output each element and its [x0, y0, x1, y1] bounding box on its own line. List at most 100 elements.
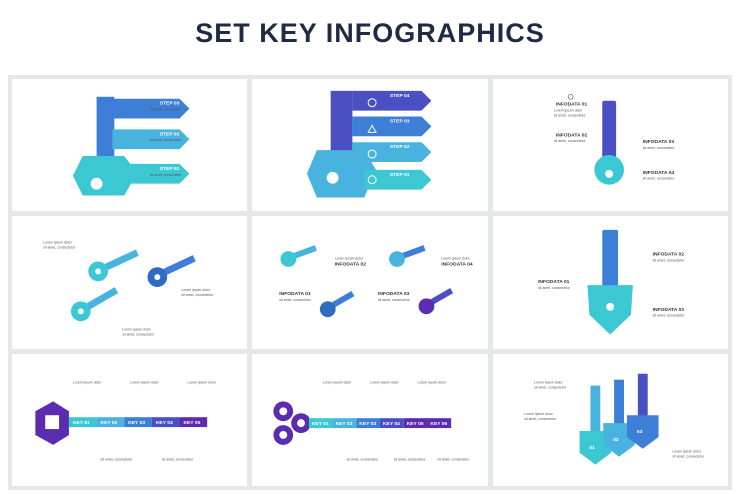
info-text: sit amet, consectetur	[394, 457, 427, 461]
key-label: KEY 02	[336, 421, 353, 427]
info-text: Lorem ipsum dolor	[524, 412, 553, 416]
info-text: sit amet, consectetur	[642, 146, 675, 150]
key-blade	[329, 291, 355, 310]
panel-three-numbered-keys: 01 02 03 Lorem ipsum dolor sit amet, con…	[492, 353, 728, 486]
step-label-3: STEP 03	[390, 118, 410, 124]
key-blade	[590, 385, 600, 435]
key-blade	[428, 288, 454, 307]
info-text: sit amet, consectetur	[534, 385, 567, 389]
dollar-icon	[368, 98, 377, 108]
key-segment	[427, 417, 452, 428]
infodata-label: INFODATA 03	[378, 291, 410, 297]
key-label: KEY 05	[183, 420, 200, 426]
key-label: KEY 01	[73, 420, 90, 426]
key-blade	[613, 379, 624, 427]
panel-horizontal-key-5: KEY 01 KEY 02 KEY 03 KEY 04 KEY 05 Lorem…	[12, 353, 248, 486]
info-text: sit amet, consectetur	[347, 457, 380, 461]
step-arrow-3	[112, 98, 190, 119]
infodata-label: INFODATA 01	[280, 291, 312, 297]
key-blade	[291, 245, 318, 260]
key-head	[320, 301, 336, 318]
infodata-label: INFODATA 02	[652, 252, 684, 258]
infodata-label: INFODATA 02	[335, 262, 367, 268]
step-text: sit amet, consectetur	[150, 108, 183, 112]
info-text: Lorem ipsum dolor	[534, 380, 563, 384]
info-text: Lorem ipsum dolor	[672, 449, 701, 453]
key-label: KEY 04	[156, 420, 173, 426]
info-text: sit amet, consectetur	[538, 286, 571, 290]
page-title: SET KEY INFOGRAPHICS	[195, 18, 545, 48]
search-icon	[567, 94, 574, 100]
step-label-2: STEP 02	[160, 131, 180, 137]
key-number: 01	[589, 444, 595, 450]
key-blade	[158, 255, 196, 278]
info-text: Lorem ipsum dolor	[335, 257, 364, 261]
key-head	[280, 251, 297, 268]
key-hole	[279, 406, 288, 415]
key-label: KEY 02	[101, 420, 118, 426]
step-label-1: STEP 01	[160, 166, 180, 172]
key-label: KEY 03	[360, 421, 377, 427]
step-label-2: STEP 02	[390, 144, 410, 150]
key-blade	[601, 230, 618, 288]
key-hole	[297, 418, 306, 427]
key-segment	[332, 417, 357, 428]
key-hole	[154, 274, 161, 281]
key-segment	[96, 416, 125, 427]
key-hole	[604, 169, 613, 178]
info-text: sit amet, consectetur	[438, 457, 471, 461]
key-segment	[380, 417, 405, 428]
key-segment	[309, 417, 333, 428]
key-hole	[279, 430, 288, 439]
key-label: KEY 04	[383, 421, 400, 427]
key-head	[626, 414, 659, 449]
info-text: Lorem ipsum dolor	[182, 288, 211, 292]
step-text: sit amet, consectetur	[150, 173, 183, 177]
info-text: sit amet, consectetur	[280, 298, 313, 302]
panel-four-keys-infodata: INFODATA 01 INFODATA 02 INFODATA 03 INFO…	[252, 216, 488, 349]
key-hole	[77, 308, 84, 315]
infodata-label: INFODATA 01	[538, 279, 570, 285]
gear-icon	[368, 149, 377, 159]
info-text: Lorem ipsum dolor	[43, 241, 72, 245]
info-text: sit amet, consectetur	[182, 293, 215, 297]
key-blade	[100, 249, 139, 273]
panel-big-key-infodata: INFODATA 01 sit amet, consectetur INFODA…	[492, 216, 728, 349]
step-arrow-2	[112, 129, 190, 150]
info-text: sit amet, consectetur	[378, 298, 411, 302]
step-arrow-2	[352, 142, 432, 162]
key-segment	[179, 416, 208, 427]
step-text: sit amet, consectetur	[150, 138, 183, 142]
info-text: sit amet, consectetur	[672, 454, 705, 458]
step-arrow-3	[352, 116, 432, 137]
info-text: Lorem ipsum dolor	[323, 380, 352, 384]
key-hole	[327, 171, 339, 184]
key-label: KEY 05	[407, 421, 424, 427]
panel-key-steps-4: STEP 04 STEP 03 STEP 02 STEP 01	[252, 79, 488, 212]
info-text: sit amet, consectetur	[642, 177, 675, 181]
key-blade	[82, 287, 119, 313]
info-text: Lorem ipsum dolor	[554, 109, 583, 113]
key-blade	[601, 100, 616, 162]
info-text: sit amet, consectetur	[652, 314, 685, 318]
key-head	[579, 430, 611, 465]
key-label: KEY 01	[312, 421, 329, 427]
infodata-label: INFODATA 04	[442, 262, 474, 268]
key-head	[418, 298, 435, 315]
info-text: Lorem ipsum dolor	[130, 380, 159, 384]
infodata-label: INFODATA 03	[652, 307, 684, 313]
key-head	[389, 251, 406, 268]
step-arrow-4	[352, 90, 432, 111]
info-text: sit amet, consectetur	[122, 333, 155, 337]
panel-scattered-keys: Lorem ipsum dolor sit amet, consectetur …	[12, 216, 248, 349]
key-number: 02	[613, 437, 619, 443]
infodata-label: INFODATA 03	[642, 139, 674, 145]
panel-clover-key-6: KEY 01 KEY 02 KEY 03 KEY 04 KEY 05 KEY 0…	[252, 353, 488, 486]
info-text: Lorem ipsum dolor	[418, 380, 447, 384]
panel-key-steps-3: STEP 03 STEP 02 STEP 01 sit amet, consec…	[12, 79, 248, 212]
key-segment	[124, 416, 152, 427]
step-label-4: STEP 04	[390, 93, 410, 99]
info-text: Lorem ipsum dolor	[122, 328, 151, 332]
key-hole	[605, 303, 614, 312]
info-text: Lorem ipsum dolor	[370, 380, 399, 384]
